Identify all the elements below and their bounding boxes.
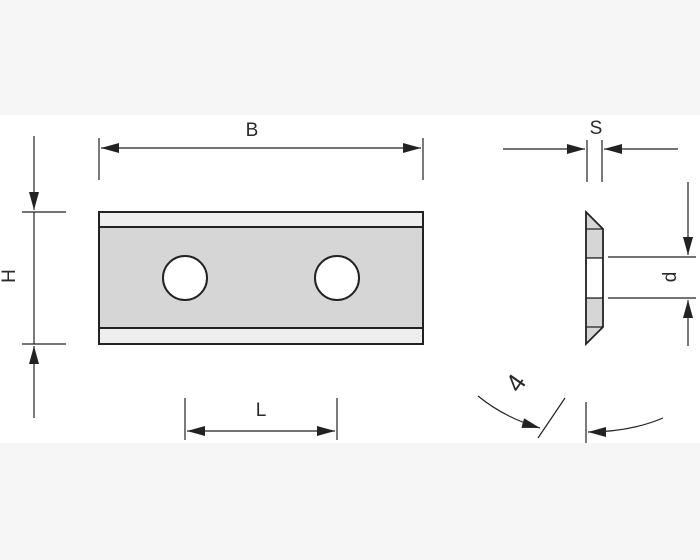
insert-body <box>98 211 424 345</box>
insert-front-view <box>98 211 424 345</box>
thickness-label: S <box>590 118 603 139</box>
bottom-margin <box>0 443 700 560</box>
angle-arc-left <box>477 395 541 429</box>
mounting-hole-right <box>314 255 360 301</box>
dimension-width: B <box>98 120 424 180</box>
mounting-hole-left <box>162 255 208 301</box>
angle-label: 4 <box>499 368 532 397</box>
angle-arc-right <box>587 417 664 437</box>
height-label: H <box>0 269 20 283</box>
bottom-edge-band <box>98 327 424 345</box>
top-margin <box>0 0 700 115</box>
diameter-label: d <box>660 272 681 283</box>
dimension-thickness: S <box>503 118 678 182</box>
angle-extension-left <box>537 397 566 439</box>
width-label: B <box>246 120 259 141</box>
dimension-height: H <box>0 136 66 418</box>
insert-side-view <box>585 209 604 347</box>
dimension-angle: 4 <box>477 368 664 443</box>
side-hole-gap <box>587 258 602 298</box>
dimension-hole-diameter: d <box>608 182 696 346</box>
dimension-hole-spacing: L <box>184 398 338 440</box>
top-edge-band <box>98 211 424 228</box>
spacing-label: L <box>256 400 267 421</box>
